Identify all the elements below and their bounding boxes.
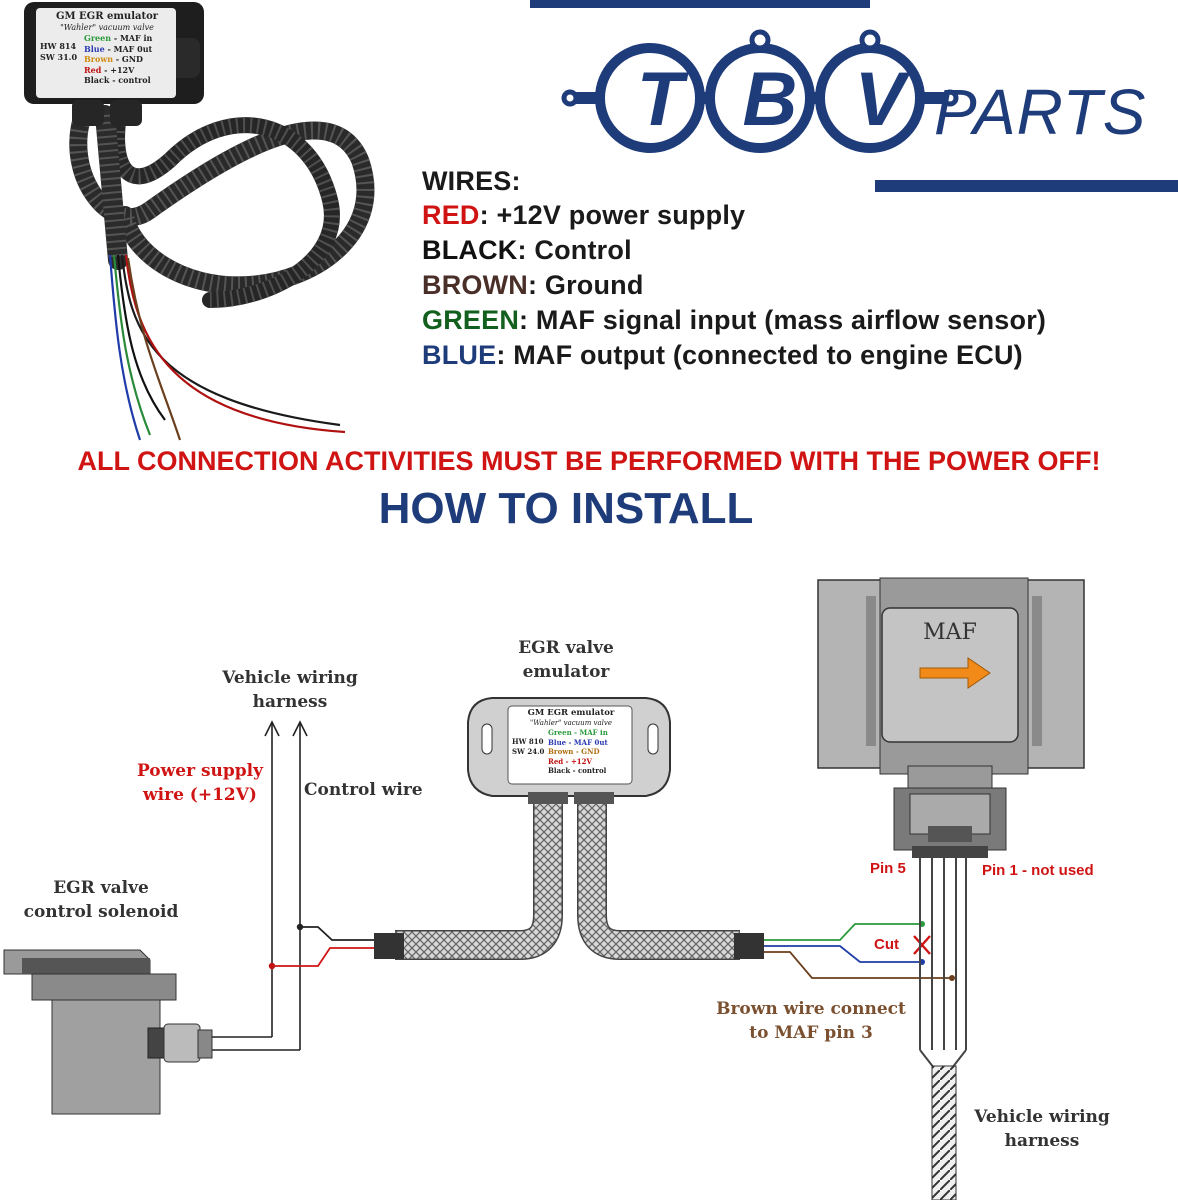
control-wire-label: Control wire [304,780,423,800]
product-label-line: Black - control [84,75,151,85]
product-label: GM EGR emulator "Wahler" vacuum valve HW… [40,11,174,96]
logo-letter-b: B [742,57,798,142]
product-label-line: Green - MAF in [84,33,153,43]
vehicle-harness-wires [212,720,374,1051]
egr-solenoid [3,949,213,1115]
product-label-line: Red - +12V [84,64,135,75]
emulator-small-label: GM EGR emulator "Wahler" vacuum valve HW… [512,708,615,775]
solenoid-label: EGR valve control solenoid [23,878,179,922]
maf-label: MAF [923,620,977,645]
maf-wires [764,921,955,981]
wire-black: BLACK: Control [422,235,632,265]
pin1-label: Pin 1 - not used [982,862,1094,879]
maf-sensor [817,577,1085,1200]
product-label-hw: HW 814 [40,41,77,51]
emulator-label: EGR valve emulator [518,638,614,682]
power-supply-label: Power supply wire (+12V) [136,761,264,805]
product-label-line: Blue - MAF 0ut [84,43,153,54]
logo-parts: PARTS [934,76,1147,148]
wires-heading: WIRES: [422,166,521,196]
product-label-title: GM EGR emulator [55,11,159,22]
wire-red: RED: +12V power supply [422,200,746,230]
product-label-line: Brown - GND [84,54,143,64]
power-off-warning: ALL CONNECTION ACTIVITIES MUST BE PERFOR… [77,446,1101,476]
wire-blue: BLUE: MAF output (connected to engine EC… [422,340,1023,370]
wires-legend: WIRES: RED: +12V power supply BLACK: Con… [422,164,1046,373]
emulator-box [467,697,671,804]
product-photo [24,2,375,441]
emulator-harness [374,798,764,960]
brown-wire-label: Brown wire connect to MAF pin 3 [716,999,906,1043]
wire-brown: BROWN: Ground [422,270,644,300]
logo-letter-v: V [854,57,906,142]
wiring-diagram [3,577,1085,1200]
vehicle-harness-bottom-label: Vehicle wiring harness [974,1107,1110,1151]
product-label-subtitle: "Wahler" vacuum valve [60,22,154,32]
logo-letter-t: T [636,57,684,142]
vehicle-harness-top-label: Vehicle wiring harness [222,668,358,712]
how-to-install-heading: HOW TO INSTALL [378,484,754,533]
pin5-label: Pin 5 [870,860,906,877]
product-label-sw: SW 31.0 [40,51,78,62]
cut-label: Cut [874,936,899,953]
wire-green: GREEN: MAF signal input (mass airflow se… [422,305,1047,335]
tbv-parts-logo [530,0,1178,192]
